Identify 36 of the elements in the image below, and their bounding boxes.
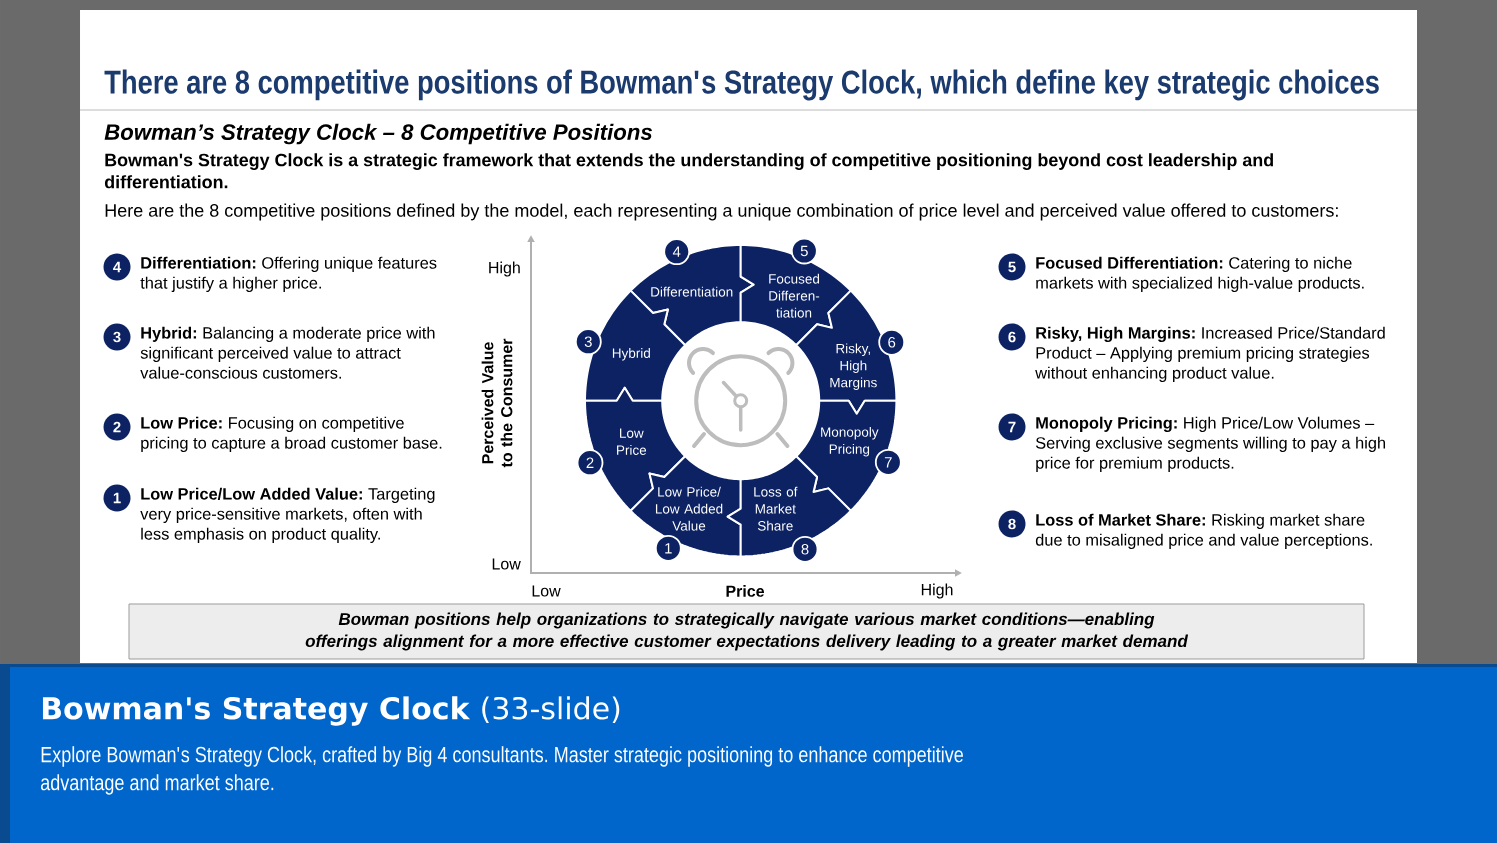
- subtitle: Bowman’s Strategy Clock – 8 Competitive Positions: [104, 123, 652, 145]
- banner: [0, 664, 1497, 843]
- description-text: Focused Differentiation: Catering to niche markets with specialized high-value products.: [1036, 256, 1364, 292]
- number-badge: 1: [103, 484, 131, 512]
- description-text: Loss of Market Share: Risking market share due to misaligned price and value perceptions.: [1035, 513, 1372, 549]
- number-badge: 3: [103, 323, 131, 351]
- axis-title: Price: [726, 585, 764, 597]
- description-text: Risky, High Margins: Increased Price/Standard Product – Applying premium pricing strategies without enhancing product value.: [1035, 326, 1385, 382]
- description-text: Hybrid: Balancing a moderate price with significant perceived value to attract value-conscious customers.: [140, 326, 435, 379]
- axis-label: Low: [492, 558, 521, 570]
- intro-text: Here are the 8 competitive positions defined by the model, each representing a unique combination of price level and perceived value offered to customers:: [105, 203, 1338, 221]
- number-badge: 4: [663, 238, 691, 266]
- axis-title: Perceived Value to the Consumer: [481, 338, 513, 468]
- number-badge: 3: [574, 328, 602, 356]
- number-badge: 7: [874, 448, 902, 476]
- number-badge: 6: [998, 323, 1026, 351]
- number-badge: 8: [791, 535, 819, 563]
- axis-label: High: [489, 261, 520, 277]
- description-text: Monopoly Pricing: High Price/Low Volumes – Serving exclusive segments willing to pay a high price for premium products.: [1035, 416, 1385, 472]
- number-badge: 2: [576, 449, 604, 477]
- number-badge: 2: [103, 413, 131, 441]
- number-badge: 5: [790, 237, 818, 265]
- description-text: Low Price: Focusing on competitive pricing to capture a broad customer base.: [141, 416, 442, 452]
- number-badge: 7: [998, 413, 1026, 441]
- description-text: Differentiation: Offering unique features that justify a higher price.: [140, 256, 437, 292]
- number-badge: 8: [998, 510, 1026, 538]
- number-badge: 4: [103, 253, 131, 281]
- banner-text: Explore Bowman's Strategy Clock, crafted by Big 4 consultants. Master strategic positioning to enhance competitive advantage and market share.: [41, 746, 963, 795]
- banner-title: Bowman's Strategy Clock (33-slide): [42, 696, 620, 726]
- number-badge: 5: [998, 253, 1026, 281]
- title: There are 8 competitive positions of Bowman's Strategy Clock, which define key strategic choices: [104, 69, 1379, 101]
- description-text: Low Price/Low Added Value: Targeting very price-sensitive markets, often with less emphasis on product quality.: [140, 487, 435, 543]
- number-badge: 6: [878, 328, 906, 356]
- intro-text: Bowman's Strategy Clock is a strategic framework that extends the understanding of competitive positioning beyond cost leadership and differentiation.: [104, 153, 1273, 189]
- number-badge: 1: [654, 534, 682, 562]
- note-box: Bowman positions help organizations to strategically navigate various market conditions—enabling offerings alignment for a more effective customer expectations delivery leading to a greater market demand: [128, 603, 1365, 660]
